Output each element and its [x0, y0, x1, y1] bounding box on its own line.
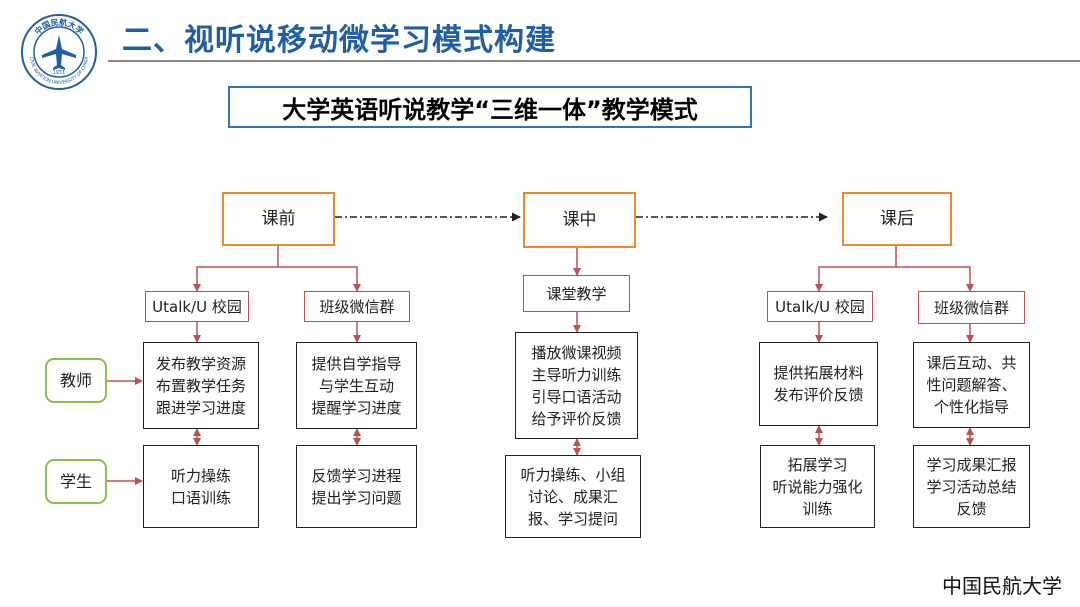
pre-wechat-student-tasks: 反馈学习进程 提出学习问题: [296, 445, 417, 528]
mid-student-tasks: 听力操练、小组 讨论、成果汇 报、学习提问: [505, 455, 641, 538]
post-platform-wechat: 班级微信群: [918, 291, 1025, 324]
phase-post-class: 课后: [842, 192, 952, 246]
pre-utalk-student-tasks: 听力操练 口语训练: [143, 445, 259, 528]
slide-title: 二、视听说移动微学习模式构建: [122, 23, 556, 58]
post-utalk-teacher-tasks: 提供拓展材料 发布评价反馈: [759, 342, 878, 426]
post-wechat-teacher-tasks: 课后互动、共 性问题解答、 个性化指导: [913, 342, 1030, 428]
role-student: 学生: [45, 459, 107, 504]
mid-teacher-tasks: 播放微课视频 主导听力训练 引导口语活动 给予评价反馈: [515, 332, 638, 439]
mid-platform-classroom: 课堂教学: [523, 275, 630, 312]
diagram-title: 大学英语听说教学“三维一体”教学模式: [228, 86, 752, 128]
header-divider: [108, 60, 1080, 62]
post-utalk-student-tasks: 拓展学习 听说能力强化 训练: [760, 445, 875, 528]
pre-wechat-teacher-tasks: 提供自学指导 与学生互动 提醒学习进度: [296, 342, 417, 429]
university-name: 中国民航大学: [942, 574, 1062, 598]
post-wechat-student-tasks: 学习成果汇报 学习活动总结 反馈: [913, 445, 1030, 528]
phase-in-class: 课中: [523, 192, 636, 248]
role-teacher: 教师: [45, 358, 107, 403]
pre-platform-utalk: Utalk/U 校园: [145, 291, 249, 322]
phase-pre-class: 课前: [222, 192, 335, 246]
pre-platform-wechat: 班级微信群: [304, 291, 410, 322]
university-seal-icon: 中国民航大学 CIVIL AVIATION UNIVERSITY OF CHIN…: [20, 13, 98, 91]
post-platform-utalk: Utalk/U 校园: [767, 291, 873, 322]
pre-utalk-teacher-tasks: 发布教学资源 布置教学任务 跟进学习进度: [143, 342, 259, 429]
seal-year: 1951: [53, 70, 66, 76]
